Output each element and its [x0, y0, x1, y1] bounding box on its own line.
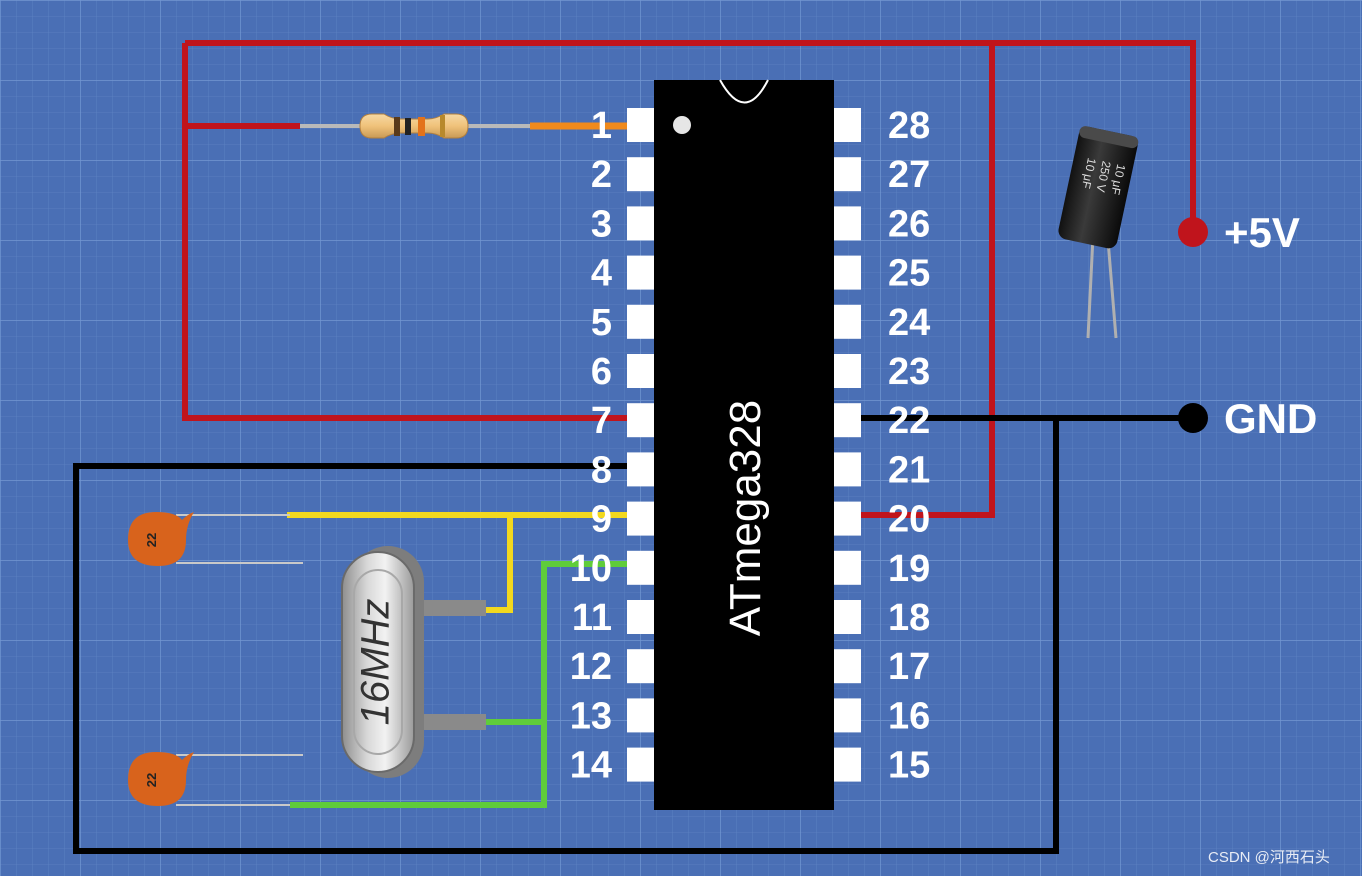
left-pin-1: [627, 108, 654, 142]
ceramic-capacitor-bottom: 22: [128, 752, 303, 806]
right-pin-label-21: 21: [888, 449, 930, 491]
left-pin-3: [627, 206, 654, 241]
crystal-frequency-label: 16MHz: [354, 599, 398, 726]
right-pin-21: [834, 452, 861, 487]
left-pin-label-13: 13: [570, 695, 612, 737]
left-pin-10: [627, 550, 654, 585]
cap-text-a: 10 μF: [1079, 157, 1099, 190]
chip-notch: [719, 79, 769, 104]
gnd-terminal-dot: [1178, 403, 1208, 433]
right-pin-24: [834, 304, 861, 339]
left-pin-label-7: 7: [591, 400, 612, 442]
ceramic-cap-top-label: 22: [144, 533, 159, 547]
left-pin-14: [627, 747, 654, 782]
cap-text-b: 250 V: [1093, 160, 1113, 194]
gnd-pin8-loop-wire: [73, 418, 1059, 854]
gnd-wires: [73, 415, 1193, 854]
watermark-text: CSDN @河西石头: [1208, 849, 1330, 866]
right-pin-label-23: 23: [888, 351, 930, 393]
crystal-oscillator: 16MHz: [341, 546, 486, 778]
gnd-label: GND: [1224, 395, 1317, 442]
right-pin-19: [834, 550, 861, 585]
left-pin-label-9: 9: [591, 499, 612, 541]
vcc-wires: [182, 40, 1196, 518]
right-pin-20: [834, 501, 861, 536]
electrolytic-capacitor: 10 μF 250 V 10 μF: [1058, 126, 1139, 339]
xtal2-wires: [290, 561, 630, 808]
right-pin-row: 28 27 26 25 24 23 22 21 20 19 18 17 16 15: [834, 105, 930, 787]
left-pin-13: [627, 698, 654, 733]
left-pin-11: [627, 600, 654, 634]
left-pin-label-3: 3: [591, 203, 612, 245]
vcc-label: +5V: [1224, 209, 1300, 256]
atmega328-chip: ATmega328: [654, 79, 834, 810]
ceramic-cap-bottom-label: 22: [144, 773, 159, 787]
left-pin-7: [627, 403, 654, 438]
pin1-indicator-dot: [673, 116, 691, 134]
right-pin-17: [834, 649, 861, 684]
left-pin-label-2: 2: [591, 154, 612, 196]
right-pin-label-15: 15: [888, 745, 930, 787]
left-pin-label-14: 14: [570, 745, 612, 787]
left-pin-4: [627, 255, 654, 290]
right-pin-23: [834, 354, 861, 388]
left-pin-label-10: 10: [570, 548, 612, 590]
right-pin-15: [834, 747, 861, 782]
right-pin-label-19: 19: [888, 548, 930, 590]
right-pin-22: [834, 403, 861, 438]
right-pin-label-24: 24: [888, 302, 930, 344]
right-pin-label-27: 27: [888, 154, 930, 196]
left-pin-label-5: 5: [591, 302, 612, 344]
right-pin-26: [834, 206, 861, 241]
left-pin-label-4: 4: [591, 253, 612, 295]
right-pin-28: [834, 108, 861, 142]
right-pin-27: [834, 157, 861, 192]
xtal2-pin10-wire: [290, 561, 630, 808]
right-pin-label-26: 26: [888, 203, 930, 245]
right-pin-label-28: 28: [888, 105, 930, 147]
left-pin-12: [627, 649, 654, 684]
left-pin-9: [627, 501, 654, 536]
reset-resistor: [300, 113, 630, 139]
vcc-top-rail-wire: [185, 40, 1196, 232]
right-pin-25: [834, 255, 861, 290]
left-pin-label-6: 6: [591, 351, 612, 393]
cap-text-c: 10 μF: [1108, 163, 1128, 196]
right-pin-16: [834, 698, 861, 733]
right-pin-label-16: 16: [888, 695, 930, 737]
left-pin-8: [627, 452, 654, 487]
left-pin-2: [627, 157, 654, 192]
xtal1-wires: [287, 512, 630, 613]
xtal1-crystal-wire: [485, 515, 513, 613]
left-pin-label-11: 11: [572, 597, 612, 639]
right-pin-label-22: 22: [888, 400, 930, 442]
right-pin-label-17: 17: [888, 646, 930, 688]
left-pin-6: [627, 354, 654, 388]
right-pin-label-18: 18: [888, 597, 930, 639]
left-pin-5: [627, 304, 654, 339]
right-pin-label-20: 20: [888, 499, 930, 541]
ceramic-capacitor-top: 22: [128, 512, 303, 566]
left-pin-label-12: 12: [570, 646, 612, 688]
right-pin-label-25: 25: [888, 253, 930, 295]
vcc-terminal-dot: [1178, 217, 1208, 247]
crystal-lead-top: [418, 600, 486, 616]
left-pin-label-1: 1: [591, 105, 612, 147]
chip-name-label: ATmega328: [721, 400, 770, 636]
right-pin-18: [834, 600, 861, 634]
vcc-pin7-wire: [182, 43, 630, 421]
left-pin-label-8: 8: [591, 449, 612, 491]
crystal-lead-bottom: [418, 714, 486, 730]
vcc-pin20-wire: [858, 43, 995, 518]
